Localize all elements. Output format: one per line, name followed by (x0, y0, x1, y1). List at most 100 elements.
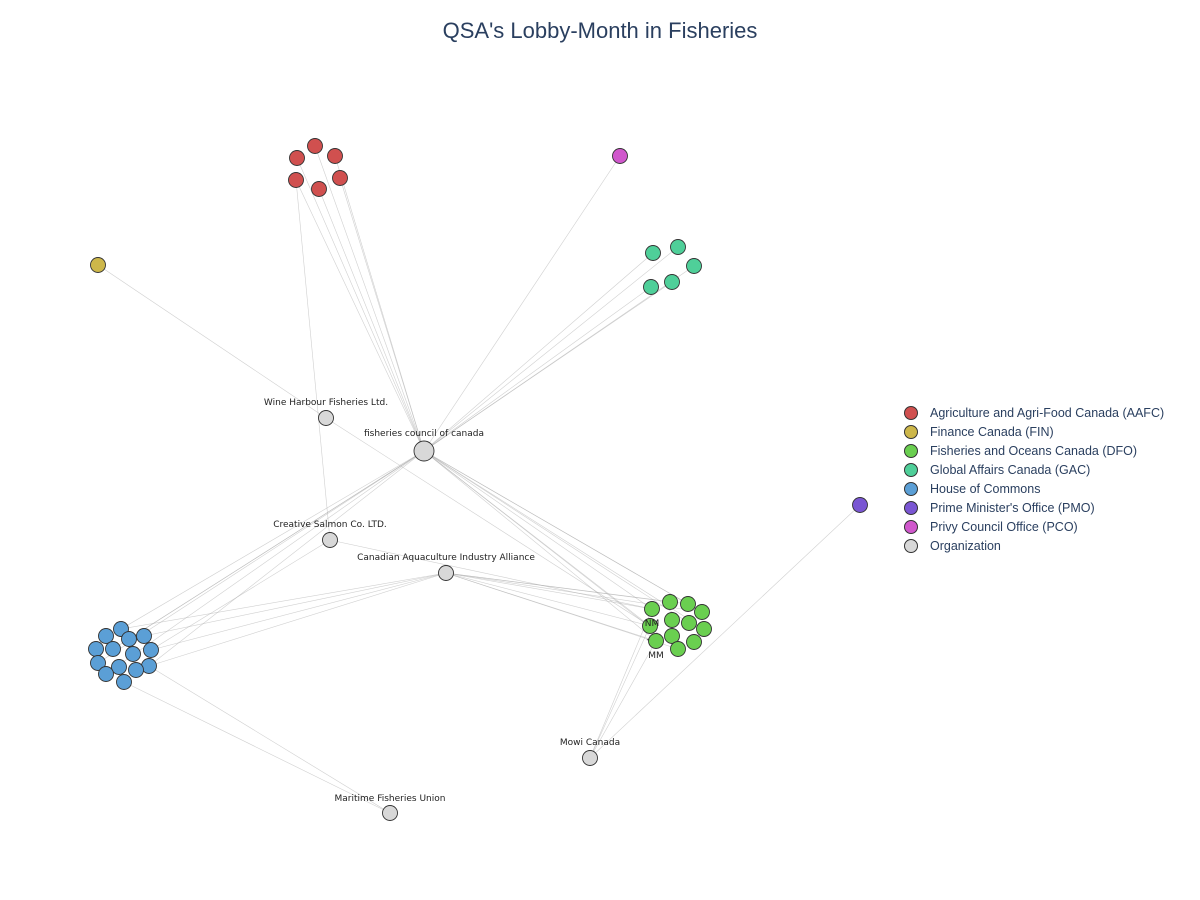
node-dfo[interactable] (681, 615, 697, 631)
edge-fcc-gac (423, 252, 654, 452)
node-aafc[interactable] (332, 170, 348, 186)
node-annotation-dfo_nm: NM (645, 619, 660, 629)
legend-swatch-pco (904, 519, 918, 534)
edge-fcc-gac (423, 286, 652, 452)
node-house-of-commons[interactable] (98, 628, 114, 644)
edge-whf-fin (97, 264, 327, 419)
legend-label: Organization (930, 538, 1001, 553)
edge-fcc-aafc (314, 145, 425, 452)
edge-fcc-pco (423, 155, 621, 452)
node-aafc[interactable] (288, 172, 304, 188)
legend-swatch-dfo (904, 443, 918, 458)
legend-label: Prime Minister's Office (PMO) (930, 500, 1095, 515)
node-gac[interactable] (686, 258, 702, 274)
org-label-caia: Canadian Aquaculture Industry Alliance (357, 553, 535, 563)
node-dfo[interactable] (644, 601, 660, 617)
legend-item-aafc[interactable]: Agriculture and Agri-Food Canada (AAFC) (900, 403, 1164, 422)
edge-mfu-hoc (148, 665, 391, 814)
node-dfo[interactable] (648, 633, 664, 649)
legend-swatch-pmo (904, 500, 918, 515)
legend-item-hoc[interactable]: House of Commons (900, 479, 1164, 498)
legend-item-pco[interactable]: Privy Council Office (PCO) (900, 517, 1164, 536)
org-label-mowi: Mowi Canada (560, 738, 620, 748)
node-house-of-commons[interactable] (128, 662, 144, 678)
edge-mowi-dfo (589, 608, 653, 759)
node-house-of-commons[interactable] (136, 628, 152, 644)
node-org-mowi[interactable] (582, 750, 598, 766)
node-aafc[interactable] (311, 181, 327, 197)
legend-label: Privy Council Office (PCO) (930, 519, 1078, 534)
edge-fcc-hoc (148, 450, 425, 667)
node-dfo[interactable] (694, 604, 710, 620)
legend-item-gac[interactable]: Global Affairs Canada (GAC) (900, 460, 1164, 479)
node-dfo[interactable] (670, 641, 686, 657)
node-house-of-commons[interactable] (125, 646, 141, 662)
legend-item-pmo[interactable]: Prime Minister's Office (PMO) (900, 498, 1164, 517)
edge-fcc-dfo (423, 450, 703, 613)
node-dfo[interactable] (664, 628, 680, 644)
node-house-of-commons[interactable] (111, 659, 127, 675)
legend-item-fin[interactable]: Finance Canada (FIN) (900, 422, 1164, 441)
node-aafc[interactable] (307, 138, 323, 154)
legend-label: Agriculture and Agri-Food Canada (AAFC) (930, 405, 1165, 420)
edge-fcc-dfo (423, 450, 679, 650)
edge-fcc-hoc (97, 450, 425, 664)
legend-swatch-fin (904, 424, 918, 439)
node-dfo[interactable] (686, 634, 702, 650)
chart-title: QSA's Lobby-Month in Fisheries (442, 18, 758, 43)
legend-label: House of Commons (930, 481, 1041, 496)
edge-fcc-gac (423, 246, 679, 452)
node-fin[interactable] (90, 257, 106, 273)
node-house-of-commons[interactable] (121, 631, 137, 647)
node-layer (88, 138, 868, 821)
edge-fcc-aafc (295, 179, 425, 452)
node-gac[interactable] (670, 239, 686, 255)
org-label-csc: Creative Salmon Co. LTD. (273, 520, 387, 530)
node-dfo[interactable] (680, 596, 696, 612)
node-dfo[interactable] (664, 612, 680, 628)
edge-fcc-dfo (423, 450, 653, 610)
node-org-whf[interactable] (318, 410, 334, 426)
legend-swatch-hoc (904, 481, 918, 496)
node-org-mfu[interactable] (382, 805, 398, 821)
node-house-of-commons[interactable] (98, 666, 114, 682)
node-org-caia[interactable] (438, 565, 454, 581)
legend-label: Fisheries and Oceans Canada (DFO) (930, 443, 1138, 458)
node-house-of-commons[interactable] (90, 655, 106, 671)
node-pmo[interactable] (852, 497, 868, 513)
node-gac[interactable] (664, 274, 680, 290)
node-house-of-commons[interactable] (105, 641, 121, 657)
node-dfo[interactable] (696, 621, 712, 637)
node-house-of-commons[interactable] (116, 674, 132, 690)
legend-label: Finance Canada (FIN) (930, 424, 1054, 439)
edge-caia-hoc (150, 572, 447, 651)
edge-csc-aafc (295, 179, 331, 541)
legend: Agriculture and Agri-Food Canada (AAFC) F… (900, 403, 1164, 555)
edge-csc-hoc (150, 539, 331, 651)
node-aafc[interactable] (289, 150, 305, 166)
node-house-of-commons[interactable] (143, 642, 159, 658)
legend-item-org[interactable]: Organization (900, 536, 1164, 555)
node-dfo[interactable] (662, 594, 678, 610)
legend-swatch-gac (904, 462, 918, 477)
legend-swatch-org (904, 538, 918, 553)
node-pco[interactable] (612, 148, 628, 164)
edge-fcc-aafc (339, 177, 425, 452)
legend-item-dfo[interactable]: Fisheries and Oceans Canada (DFO) (900, 441, 1164, 460)
node-annotation-dfo_mm: MM (648, 651, 664, 661)
edge-fcc-gac (423, 281, 673, 452)
edge-caia-dfo (445, 572, 653, 610)
node-gac[interactable] (645, 245, 661, 261)
node-dfo[interactable] (642, 618, 658, 634)
legend-swatch-aafc (904, 405, 918, 420)
node-org-fcc[interactable] (413, 440, 435, 462)
edge-fcc-aafc (296, 157, 425, 452)
node-aafc[interactable] (327, 148, 343, 164)
node-gac[interactable] (643, 279, 659, 295)
node-org-csc[interactable] (322, 532, 338, 548)
edge-caia-dfo (445, 572, 651, 627)
node-house-of-commons[interactable] (88, 641, 104, 657)
